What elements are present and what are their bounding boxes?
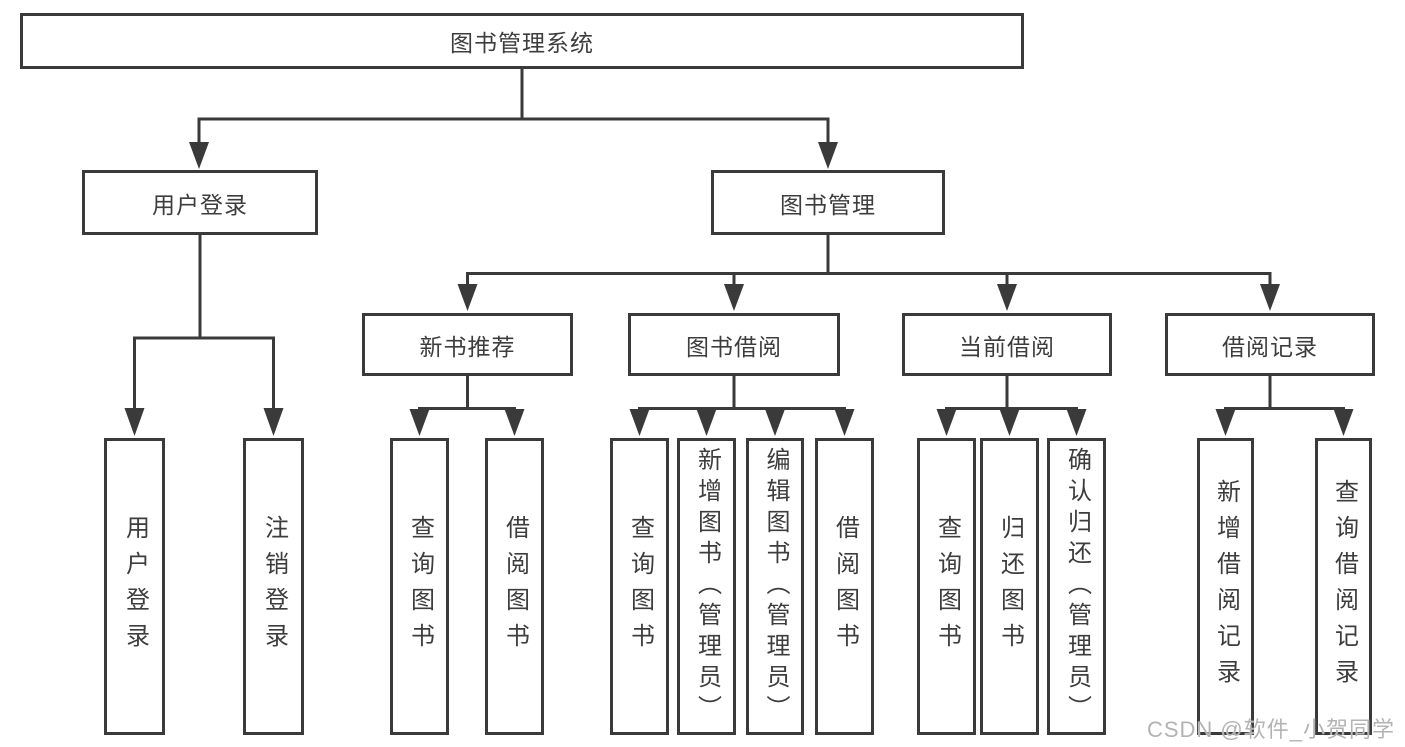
watermark: CSDN @软件_小贺同学 [1146,717,1395,742]
node-root-label: 图书管理系统 [450,30,594,56]
node-book-management: 图书管理 [711,170,945,235]
arrowhead-icon [504,409,525,436]
leaf-return-books: 归还图书 [980,438,1039,735]
arrowhead-icon [124,408,145,436]
leaf-logout: 注销登录 [243,438,304,735]
arrowhead-icon [696,409,717,436]
node-new-book-recommend: 新书推荐 [362,313,573,376]
leaf-label: 新增图书（管理员） [693,447,721,726]
leaf-label: 注销登录 [260,514,288,659]
arrowhead-icon [1066,409,1087,436]
connector-line [133,233,275,411]
leaf-label: 编辑图书（管理员） [762,447,789,726]
leaf-borrow-books-2: 借阅图书 [815,438,874,735]
leaf-search-books-2: 查询图书 [610,438,669,735]
leaf-label: 查询借阅记录 [1330,478,1358,695]
connector-line [466,233,1272,287]
arrowhead-icon [1215,409,1236,436]
arrowhead-icon [1260,284,1280,311]
node-current-borrow-label: 当前借阅 [959,333,1055,360]
connector-line [638,374,846,413]
node-book-borrow: 图书借阅 [628,313,840,376]
leaf-search-books-1: 查询图书 [390,438,449,735]
connector-line [197,67,830,145]
arrowhead-icon [765,409,785,436]
leaf-label: 新增借阅记录 [1212,478,1240,695]
node-book-management-label: 图书管理 [780,191,876,218]
leaf-borrow-books-1: 借阅图书 [485,438,544,735]
leaf-add-borrow-record: 新增借阅记录 [1197,438,1254,735]
node-root: 图书管理系统 [20,13,1024,69]
arrowhead-icon [999,409,1020,436]
arrowhead-icon [1333,409,1354,436]
node-new-book-recommend-label: 新书推荐 [419,333,516,360]
leaf-label: 查询图书 [406,514,434,659]
leaf-label: 借阅图书 [501,514,529,659]
arrowhead-icon [189,142,209,169]
arrowhead-icon [936,409,957,436]
leaf-search-borrow-record: 查询借阅记录 [1315,438,1372,735]
arrowhead-icon [409,409,430,436]
connector-line [1224,374,1345,413]
node-borrow-records: 借阅记录 [1165,313,1375,376]
leaf-user-login: 用户登录 [104,438,165,735]
arrowhead-icon [457,284,478,311]
connector-line [945,374,1078,413]
leaf-add-books-admin: 新增图书（管理员） [677,438,736,735]
leaf-label: 查询图书 [933,514,961,659]
leaf-confirm-return-admin: 确认归还（管理员） [1047,438,1106,735]
leaf-edit-books-admin: 编辑图书（管理员） [746,438,804,735]
node-book-borrow-label: 图书借阅 [686,333,782,360]
node-user-login-label: 用户登录 [152,191,248,218]
arrowhead-icon [818,142,838,169]
arrowhead-icon [629,409,650,436]
arrowhead-icon [263,408,284,436]
arrowhead-icon [724,284,744,311]
connector-line [418,374,516,413]
arrowhead-icon [997,284,1017,311]
leaf-label: 查询图书 [626,514,654,659]
node-borrow-records-label: 借阅记录 [1222,333,1318,360]
node-user-login: 用户登录 [82,170,318,235]
leaf-label: 确认归还（管理员） [1063,447,1091,726]
leaf-label: 借阅图书 [831,514,859,659]
node-current-borrow: 当前借阅 [902,313,1112,376]
leaf-label: 归还图书 [996,514,1024,659]
arrowhead-icon [834,409,855,436]
leaf-label: 用户登录 [121,514,149,659]
leaf-search-books-3: 查询图书 [917,438,976,735]
